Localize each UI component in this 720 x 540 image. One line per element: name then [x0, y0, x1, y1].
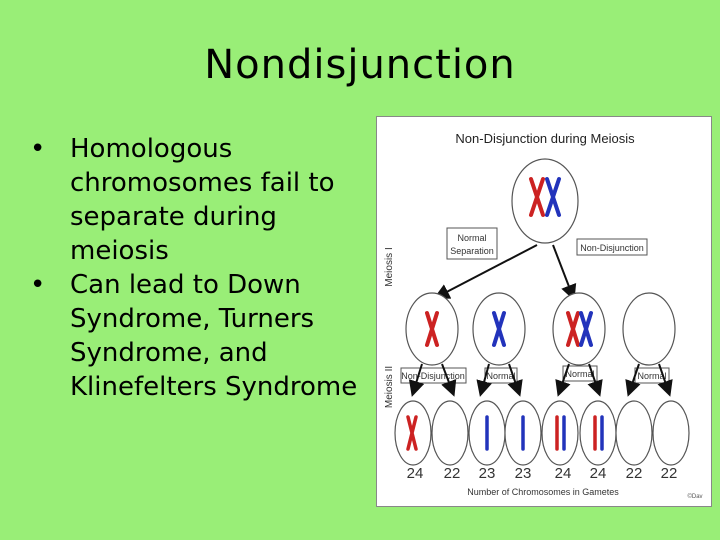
bullet-text: Can lead to Down Syndrome, Turners Syndr… — [70, 270, 358, 402]
gamete-count: 23 — [515, 465, 532, 482]
chromosome-blue — [579, 311, 593, 347]
slide-title: Nondisjunction — [204, 42, 516, 88]
normal-label: Normal — [637, 371, 666, 381]
gamete-count: 22 — [444, 465, 461, 482]
figure-footer: Number of Chromosomes in Gametes — [467, 487, 619, 497]
gamete-count: 23 — [479, 465, 496, 482]
gamete-cell — [579, 400, 617, 466]
chromosome-red — [566, 311, 580, 347]
cell-both — [552, 292, 606, 366]
normal-label: Normal — [486, 371, 515, 381]
normal-label: Normal — [565, 369, 594, 379]
gamete-counts: 24 22 23 23 24 24 22 22 — [407, 465, 678, 482]
gamete-count: 22 — [626, 465, 643, 482]
bullet-icon: • — [30, 134, 46, 164]
bullet-icon: • — [30, 270, 46, 300]
bullet-text: Homologous chromosomes fail to separate … — [70, 134, 335, 266]
parent-cell — [511, 158, 579, 244]
arrow — [552, 244, 577, 301]
nondisjunction-box — [576, 238, 648, 256]
figure-credit: ©Dav — [687, 493, 702, 500]
nondisjunction-label: Non-Disjunction — [401, 371, 465, 381]
normal-box — [562, 365, 598, 382]
meiosis-diagram: Non-Disjunction during Meiosis Meiosis I… — [376, 116, 712, 507]
cell-empty — [622, 292, 676, 366]
parent-chromosomes — [529, 177, 561, 217]
normal-separation-label: Separation — [450, 246, 494, 256]
normal-separation-box — [446, 227, 498, 260]
chromosome-blue — [492, 311, 506, 347]
gamete-cell — [615, 400, 653, 466]
arrow — [433, 244, 538, 299]
meiosis-ii-label: Meiosis II — [384, 366, 395, 408]
gamete-cell — [541, 400, 579, 466]
chromosome-red — [425, 311, 439, 347]
bullet-item: • Can lead to Down Syndrome, Turners Synd… — [30, 268, 380, 404]
gamete-count: 24 — [407, 465, 424, 482]
gamete-cell — [652, 400, 690, 466]
gamete-count: 24 — [590, 465, 607, 482]
meiosis-ii-arrows — [408, 363, 673, 397]
bullet-list: • Homologous chromosomes fail to separate… — [30, 132, 380, 404]
gamete-count: 22 — [661, 465, 678, 482]
meiosis-diagram-svg: Non-Disjunction during Meiosis Meiosis I… — [384, 131, 703, 500]
nondisjunction-label: Non-Disjunction — [580, 243, 644, 253]
gametes — [394, 400, 690, 466]
gamete-count: 24 — [555, 465, 572, 482]
gamete-cell — [431, 400, 469, 466]
meiosis-i-label: Meiosis I — [384, 247, 395, 286]
normal-separation-label: Normal — [457, 233, 486, 243]
bullet-item: • Homologous chromosomes fail to separate… — [30, 132, 380, 268]
figure-title: Non-Disjunction during Meiosis — [455, 131, 635, 146]
